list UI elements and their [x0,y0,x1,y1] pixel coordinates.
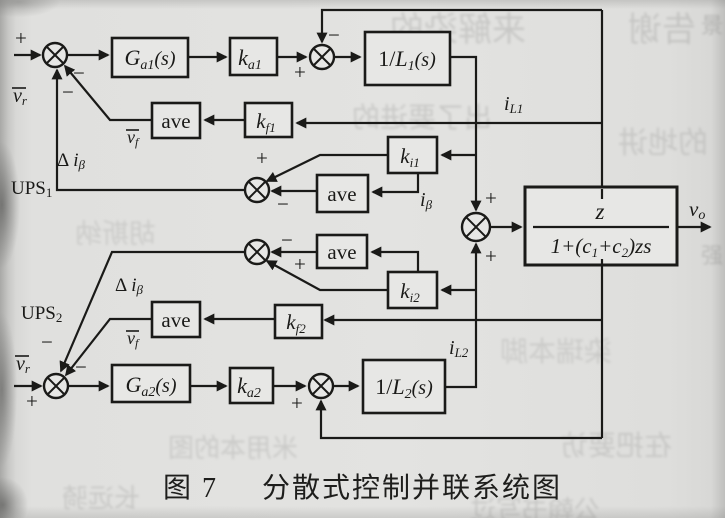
block-ka1-label: ka1 [238,45,262,73]
svg-text:vr: vr [13,85,28,108]
line-vf1-to-j1 [63,64,152,122]
block-ave-ib2-label: ave [327,240,356,264]
block-ga1-label: Ga1(s) [125,45,176,73]
vf2-label: vf [126,328,140,350]
svg-text:vr: vr [16,353,31,376]
block-plant: z 1+(c1+c2)zs [523,185,679,267]
minus-sign-vf2: − [75,355,87,379]
il1-label: iL1 [504,93,523,116]
plus-sign-ib2: + [294,252,306,276]
plus-sign-pre-l1: + [294,60,306,84]
vref2-label: vr [15,353,31,376]
block-ave-ib2: ave [315,233,369,270]
block-ave-vf1-label: ave [161,109,190,133]
sum-signs: + − − + − + − + + − + − − + + [15,23,497,415]
line-vf2-to-j3 [64,317,152,377]
block-ave-vf1: ave [150,101,202,140]
line-vo-bottom-loop [315,399,602,440]
plant-numerator: z [595,199,605,224]
block-kf2-label: kf2 [286,310,306,336]
plus-sign-ib1: + [256,146,268,170]
block-kf1-label: kf1 [256,109,275,135]
summing-junctions [41,41,492,400]
figure-caption: 图 7 分散式控制并联系统图 [0,466,725,506]
block-ga2-label: Ga2(s) [126,372,177,400]
sum-junction-vref1 [41,41,69,69]
block-ka1: ka1 [228,36,279,77]
transfer-blocks: Ga1(s) ka1 1/L1(s) ave kf1 ki1 [110,30,679,415]
block-ave-ib1-label: ave [327,182,356,206]
plant-den-backing [529,232,673,258]
block-ka2: ka2 [228,366,275,405]
block-l2-label: 1/L2(s) [375,374,433,402]
plant-num-backing [590,201,612,221]
connector-lines [14,8,712,440]
block-ga2: Ga2(s) [110,363,192,404]
svg-text:vf: vf [127,328,140,350]
plus-sign-vref1: + [15,26,27,50]
minus-sign-vo-top: − [328,23,340,47]
caption-figure-number: 图 7 [162,473,218,504]
block-kf2: kf2 [273,303,324,340]
block-ka2-label: ka2 [237,373,261,401]
ups2-label: UPS2 [21,303,62,325]
block-1-over-l2: 1/L2(s) [361,358,447,415]
caption-title: 分散式控制并联系统图 [262,473,563,504]
minus-sign-dib2: − [41,330,53,354]
plus-sign-il1: + [485,186,497,210]
block-ga1: Ga1(s) [110,36,190,79]
block-ave-vf2-label: ave [161,308,190,332]
vref1-label: vr [12,85,28,108]
sum-junction-delta-ib1 [243,176,271,204]
block-ki2-label: ki2 [400,279,420,305]
line-jd1-to-j1 [51,68,245,192]
block-ki2: ki2 [386,270,439,310]
line-jd2-to-j3 [59,250,245,373]
line-ki1-to-jd1 [265,153,388,182]
sum-junction-central [460,211,492,243]
vo-label: vo [689,197,705,223]
plus-sign-il2: + [485,244,497,268]
plant-denominator: 1+(c1+c2)zs [551,234,652,260]
block-ave-vf2: ave [150,300,202,339]
block-ki1: ki1 [386,135,439,175]
block-ave-ib1: ave [315,173,370,214]
minus-sign-dib1: − [62,80,74,104]
line-ki2-to-jd2 [265,260,388,292]
svg-text:vf: vf [127,127,140,149]
block-l1-label: 1/L1(s) [378,46,436,74]
ups1-label: UPS1 [11,178,52,200]
line-il2-to-sum [445,242,482,389]
sum-junction-vref2 [42,372,70,400]
vf1-label: vf [126,127,140,149]
minus-sign-ave1: − [277,192,289,216]
block-ki1-label: ki1 [400,144,419,170]
line-ki1-to-ave1 [371,173,420,198]
sum-junction-pre-l2 [307,372,335,400]
sum-junction-delta-ib2 [243,238,271,266]
line-ki2-to-ave2 [370,246,420,272]
block-1-over-l1: 1/L1(s) [363,30,452,87]
ib-label: iβ [420,189,433,212]
sum-junction-pre-l1 [308,43,336,71]
block-kf1: kf1 [243,101,294,139]
plus-sign-pre-l2: + [291,391,303,415]
minus-sign-vf1: − [73,61,85,85]
plus-sign-vref2: + [26,389,38,413]
line-il1-to-sum [450,55,482,212]
line-vo-top-loop [316,8,602,44]
minus-sign-ave2: − [281,228,293,252]
il2-label: iL2 [449,337,469,360]
